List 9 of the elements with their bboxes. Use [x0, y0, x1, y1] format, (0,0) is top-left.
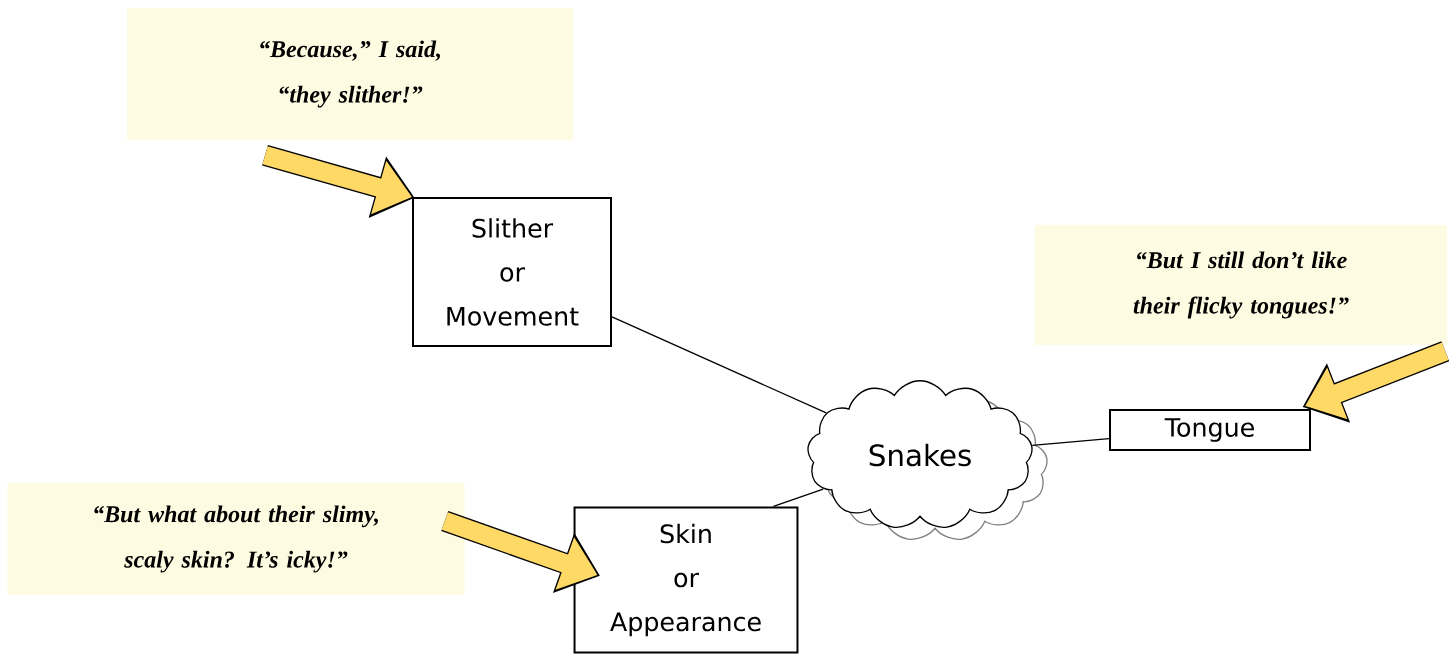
topic-box: Skin or Appearance: [573, 506, 799, 654]
connector-line: [611, 316, 827, 414]
topic-box: Slither or Movement: [412, 197, 612, 347]
quote-band: “But I still don’t like their flicky tongues!”: [1035, 225, 1447, 345]
topic-box: Tongue: [1109, 409, 1311, 451]
quote-band: “Because,” I said, “they slither!”: [127, 8, 573, 140]
connector-line: [1031, 438, 1110, 446]
quote-band: “But what about their slimy, scaly skin? It’s icky!”: [7, 483, 465, 595]
connector-line: [772, 488, 824, 508]
